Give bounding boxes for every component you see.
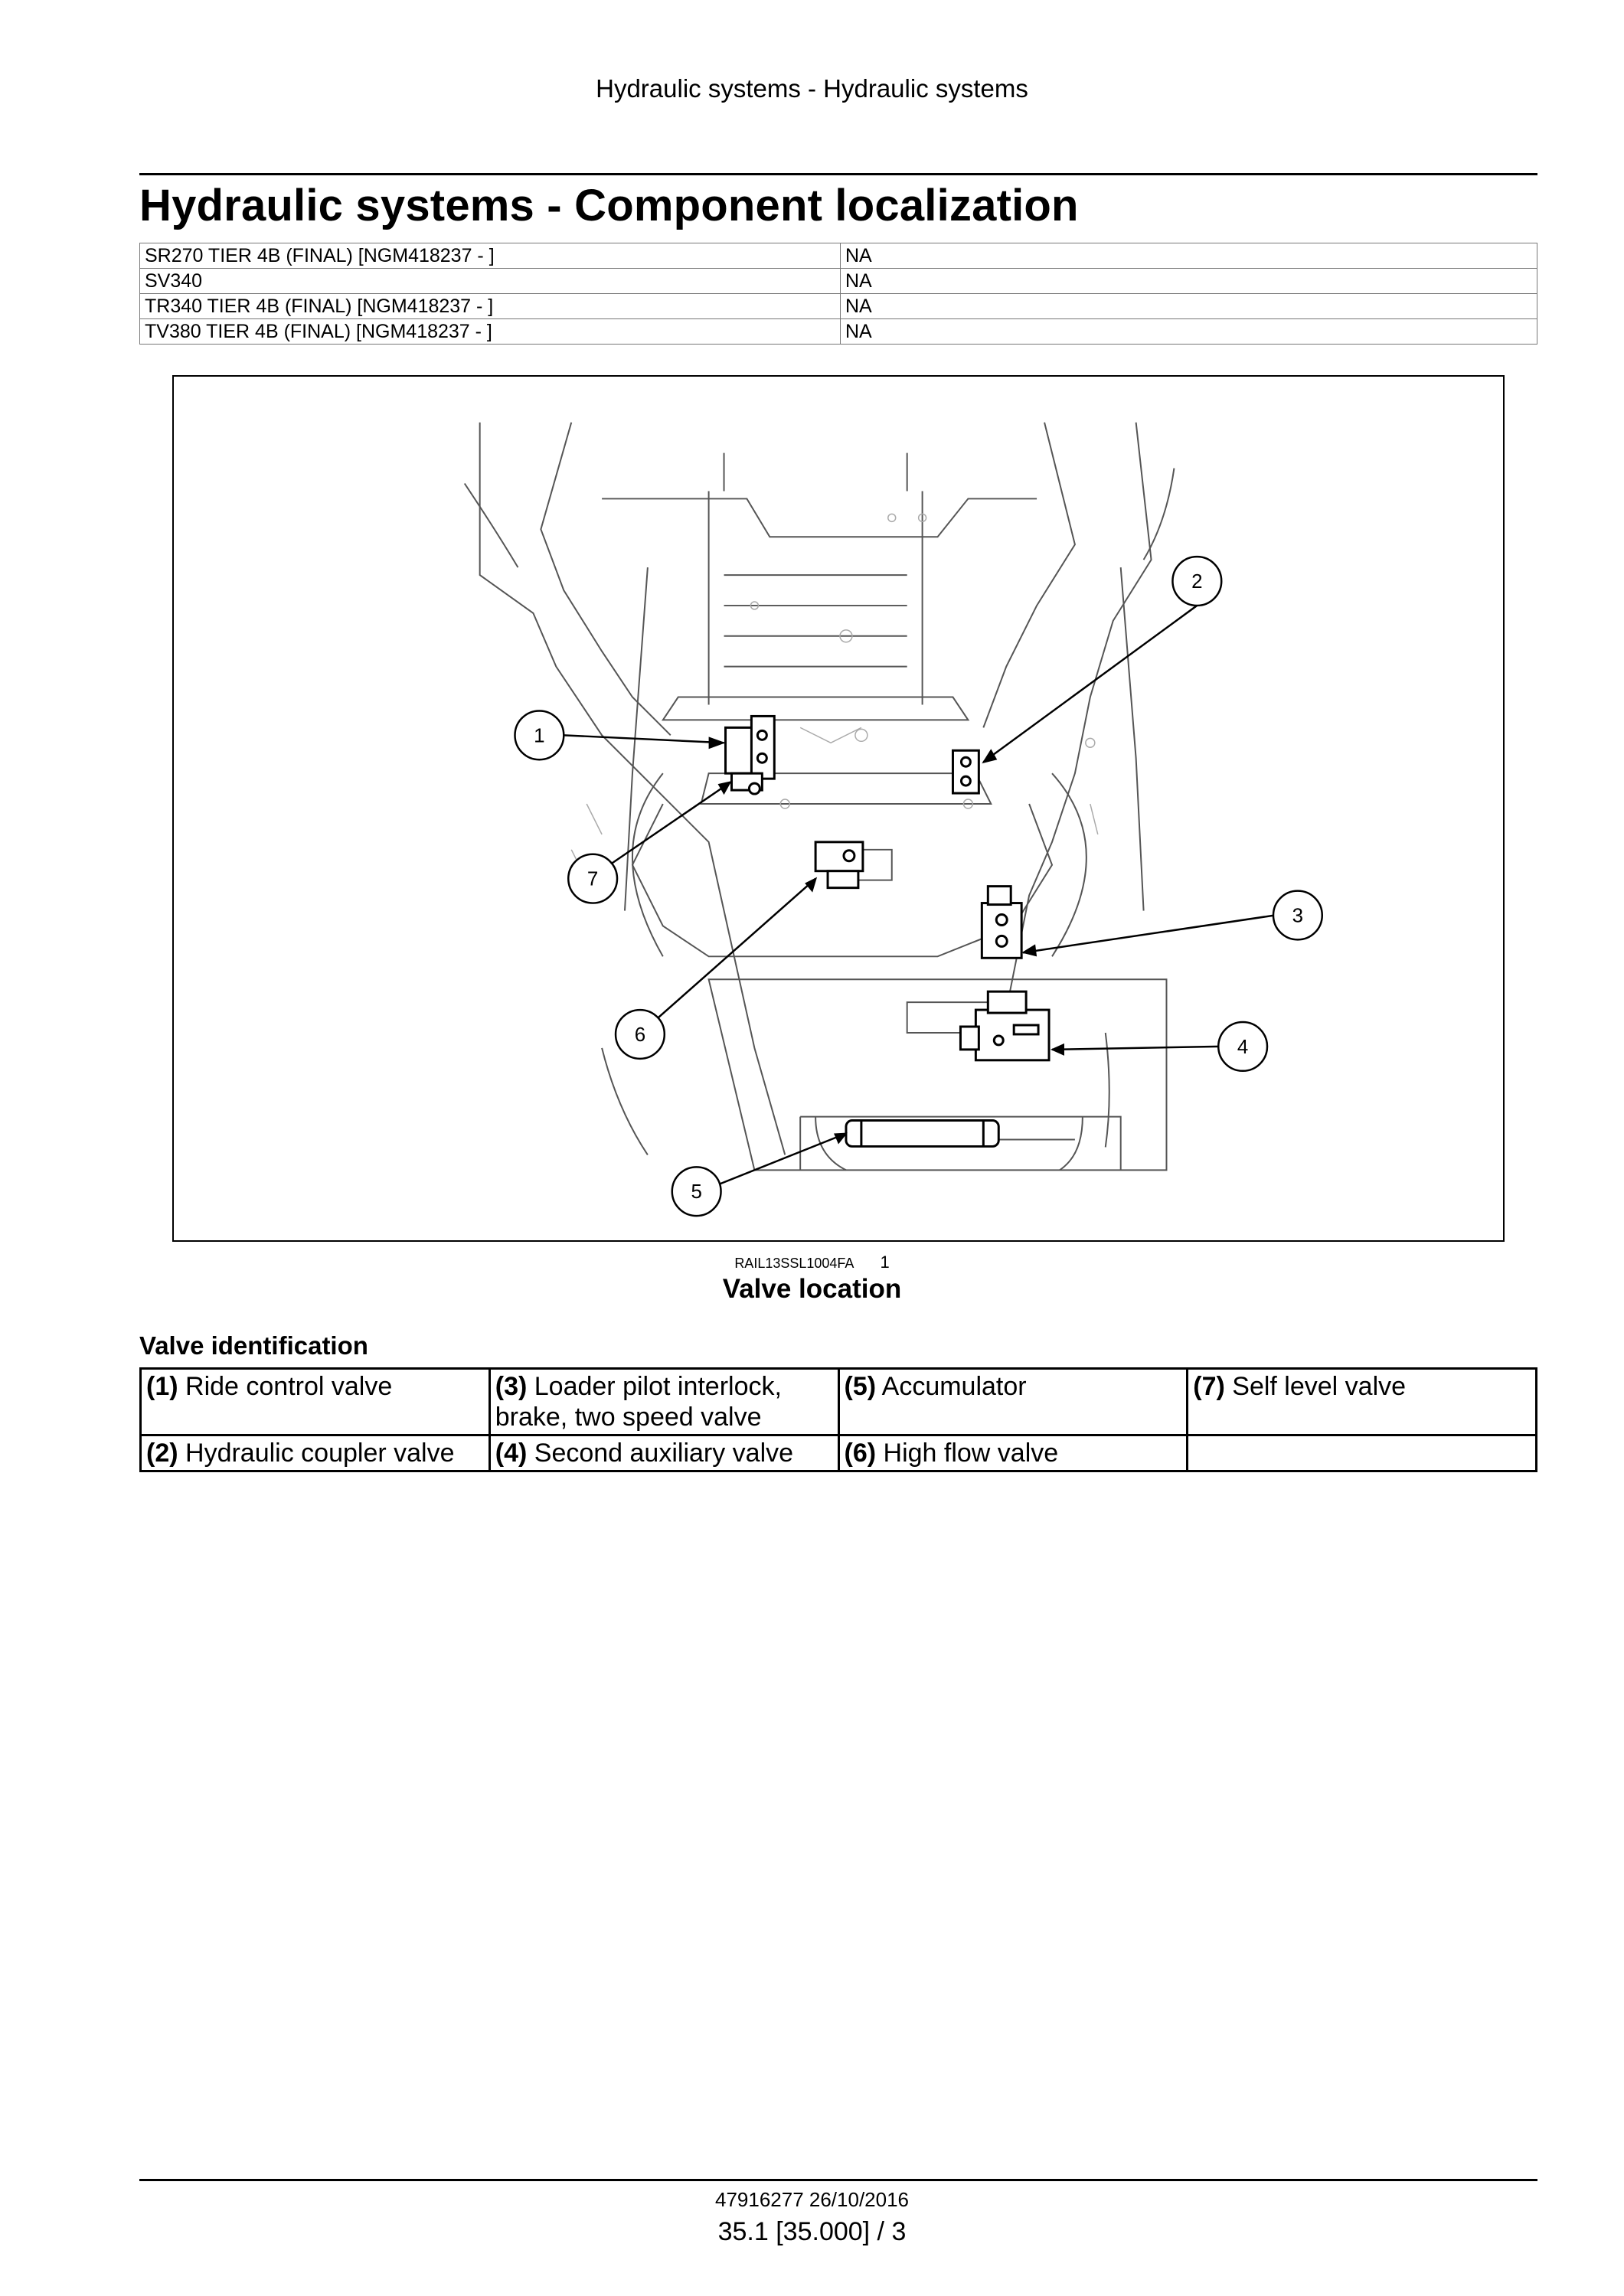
callout-3: 3 [1292, 905, 1303, 926]
callout-1: 1 [534, 725, 544, 746]
applicability-value: NA [840, 243, 1537, 269]
leader-lines [564, 604, 1276, 1185]
valve-key: (6) [844, 1439, 877, 1468]
valve-label: High flow valve [883, 1439, 1059, 1468]
figure-code: RAIL13SSL1004FA [734, 1256, 854, 1271]
model-cell: SR270 TIER 4B (FINAL) [NGM418237 - ] [139, 243, 841, 269]
callout-circles [514, 555, 1324, 1217]
applicability-row: SV340 NA [139, 268, 1537, 294]
table-row: (2) Hydraulic coupler valve (4) Second a… [139, 1434, 1537, 1472]
chassis-outline [463, 422, 1175, 1171]
model-cell: SV340 [139, 268, 841, 294]
valve-cell: (1) Ride control valve [139, 1367, 491, 1436]
loader-pilot-interlock-valve [980, 885, 1023, 959]
callout-2: 2 [1191, 571, 1202, 593]
applicability-value: NA [840, 293, 1537, 319]
applicability-value: NA [840, 318, 1537, 345]
callout-6: 6 [635, 1024, 645, 1046]
hydraulic-components [724, 714, 1051, 1148]
valve-location-figure: 1 2 3 4 5 6 7 [172, 375, 1505, 1242]
self-level-valve [730, 772, 763, 795]
valve-key: (3) [495, 1372, 528, 1401]
document-id: 47916277 26/10/2016 [714, 2188, 910, 2211]
valve-identification-table: (1) Ride control valve (3) Loader pilot … [139, 1367, 1537, 1472]
valve-cell: (4) Second auxiliary valve [488, 1434, 840, 1472]
table-row: (1) Ride control valve (3) Loader pilot … [139, 1367, 1537, 1436]
arrow-heads [708, 736, 1064, 1145]
hydraulic-coupler-valve [951, 749, 980, 795]
valve-label: Loader pilot interlock, brake, two speed… [495, 1372, 782, 1432]
callout-7: 7 [587, 869, 598, 890]
valve-cell: (7) Self level valve [1186, 1367, 1537, 1436]
valve-key: (5) [844, 1372, 877, 1401]
page-title: Hydraulic systems - Component localizati… [139, 181, 1079, 230]
valve-key: (1) [146, 1372, 178, 1401]
figure-caption: Valve location [722, 1274, 902, 1304]
valve-key: (4) [495, 1439, 528, 1468]
ride-control-valve [724, 714, 776, 780]
figure-reference: RAIL13SSL1004FA 1 [0, 1253, 1624, 1272]
valve-cell: (6) High flow valve [837, 1434, 1189, 1472]
callout-labels: 1 2 3 4 5 6 7 [534, 571, 1303, 1203]
footer-rule [139, 2179, 1537, 2181]
running-header: Hydraulic systems - Hydraulic systems [596, 74, 1028, 103]
model-cell: TR340 TIER 4B (FINAL) [NGM418237 - ] [139, 293, 841, 319]
applicability-value: NA [840, 268, 1537, 294]
callout-5: 5 [691, 1181, 701, 1203]
valve-cell: (5) Accumulator [837, 1367, 1189, 1436]
valve-label: Self level valve [1232, 1372, 1407, 1401]
valve-label: Hydraulic coupler valve [185, 1439, 455, 1468]
valve-cell-empty [1186, 1434, 1537, 1472]
applicability-row: TV380 TIER 4B (FINAL) [NGM418237 - ] NA [139, 318, 1537, 345]
applicability-table: SR270 TIER 4B (FINAL) [NGM418237 - ] NA … [139, 243, 1537, 345]
header-rule [139, 173, 1537, 175]
valve-label: Second auxiliary valve [534, 1439, 794, 1468]
callout-4: 4 [1237, 1037, 1248, 1058]
valve-cell: (3) Loader pilot interlock, brake, two s… [488, 1367, 840, 1436]
high-flow-valve [814, 841, 864, 890]
valve-key: (7) [1193, 1372, 1225, 1401]
model-cell: TV380 TIER 4B (FINAL) [NGM418237 - ] [139, 318, 841, 345]
page-reference: 35.1 [35.000] / 3 [717, 2217, 907, 2246]
second-auxiliary-valve [959, 990, 1051, 1062]
figure-number: 1 [880, 1253, 890, 1272]
valve-key: (2) [146, 1439, 178, 1468]
valve-label: Ride control valve [185, 1372, 393, 1401]
chassis-drawing: 1 2 3 4 5 6 7 [463, 422, 1324, 1217]
applicability-row: SR270 TIER 4B (FINAL) [NGM418237 - ] NA [139, 243, 1537, 269]
accumulator [845, 1119, 1000, 1148]
valve-label: Accumulator [881, 1372, 1027, 1401]
valve-identification-heading: Valve identification [139, 1331, 368, 1360]
applicability-row: TR340 TIER 4B (FINAL) [NGM418237 - ] NA [139, 293, 1537, 319]
valve-cell: (2) Hydraulic coupler valve [139, 1434, 491, 1472]
